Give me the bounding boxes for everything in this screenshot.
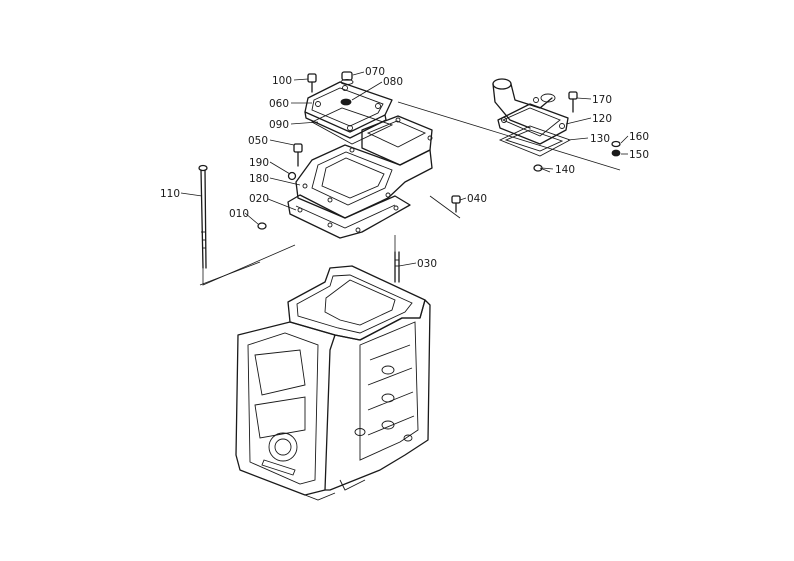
callout-010: 010 (229, 208, 249, 220)
callout-030: 030 (417, 258, 437, 270)
callout-100: 100 (272, 75, 292, 87)
cover-bolts (293, 73, 317, 167)
elbow-housing (492, 78, 572, 172)
callout-180: 180 (249, 173, 269, 185)
top-cover (304, 71, 394, 145)
long-stud (198, 164, 208, 269)
callout-080: 080 (383, 76, 403, 88)
alignment-lines (199, 101, 621, 286)
bolt-040 (451, 195, 461, 213)
callout-160: 160 (629, 131, 649, 143)
callout-090: 090 (269, 119, 289, 131)
dowel-pin (257, 222, 267, 230)
callout-070: 070 (365, 66, 385, 78)
callout-110: 110 (160, 188, 180, 200)
leader-lines (180, 71, 629, 267)
transmission-case (235, 265, 431, 501)
washers (611, 140, 621, 157)
callout-labels: 100 070 080 060 090 050 190 180 110 020 … (160, 66, 649, 270)
callout-190: 190 (249, 157, 269, 169)
callout-120: 120 (592, 113, 612, 125)
callout-170: 170 (592, 94, 612, 106)
shift-housing (287, 115, 433, 239)
callout-060: 060 (269, 98, 289, 110)
stud-030 (394, 251, 400, 283)
callout-020: 020 (249, 193, 269, 205)
callout-040: 040 (467, 193, 487, 205)
callout-150: 150 (629, 149, 649, 161)
callout-130: 130 (590, 133, 610, 145)
callout-050: 050 (248, 135, 268, 147)
callout-140: 140 (555, 164, 575, 176)
bolt-170 (568, 91, 578, 113)
